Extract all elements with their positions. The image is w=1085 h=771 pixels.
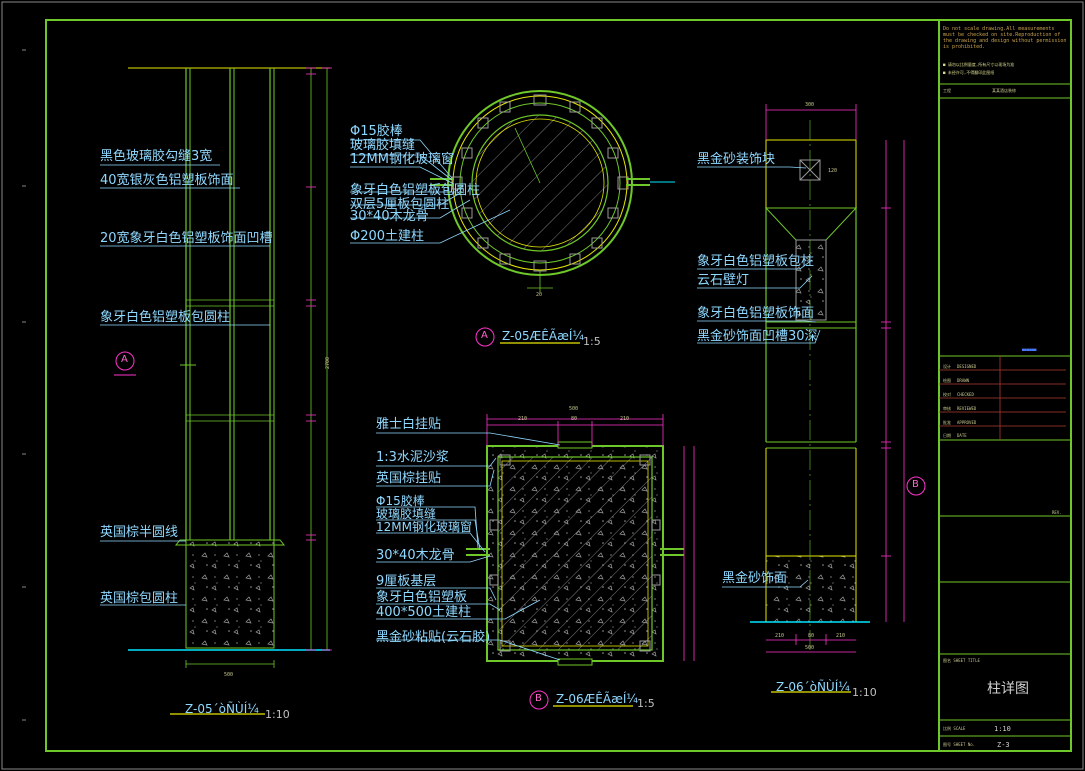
row-designed-cn: 设计 — [943, 364, 951, 369]
row-approved-cn: 批准 — [943, 420, 951, 425]
title-block-rows — [939, 356, 1066, 440]
section-b-dim-total: 500 — [569, 406, 579, 412]
scale-value: 1:10 — [994, 725, 1011, 733]
label-b-black-granite: 黑金砂粘贴(云石胶) — [376, 630, 491, 645]
label-ivory-column-wrap: 象牙白色铝塑板包圆柱 — [100, 310, 231, 325]
row-checked-cn: 校对 — [943, 392, 951, 397]
sheet-title: 柱详图 — [987, 681, 1029, 697]
note-line-1: Do not scale drawing.All measurements — [943, 26, 1055, 32]
section-b-dim-3: 210 — [620, 416, 630, 422]
row-designed-en: DESIGNED — [957, 364, 977, 369]
right-dim-bottom-2: 80 — [808, 633, 815, 639]
section-a-marker: A — [481, 330, 488, 341]
project-label: 工程 — [943, 88, 951, 93]
label-r-granite-finish: 黑金砂饰面 — [722, 571, 788, 586]
row-drawn-en: DRAWN — [957, 378, 970, 383]
row-date-cn: 日期 — [943, 433, 951, 438]
section-b-title: Z-06ÆÊÃæÍ¼ — [556, 692, 639, 706]
label-brown-column-wrap: 英国棕包圆柱 — [100, 591, 179, 606]
label-b-glass: 12MM钢化玻璃窗 — [376, 520, 472, 534]
row-reviewed-en: REVIEWED — [957, 406, 977, 411]
label-brown-half-round: 英国棕半圆线 — [100, 525, 179, 540]
left-column-elevation — [100, 67, 332, 715]
scale-label: 比例 SCALE — [943, 726, 966, 731]
right-column-elevation — [697, 104, 926, 693]
label-a-sealant: 玻璃胶填缝 — [350, 138, 416, 153]
label-b-mortar: 1:3水泥沙浆 — [376, 450, 449, 465]
left-dim-bottom: 500 — [224, 672, 234, 678]
section-a-title: Z-05ÆÊÃæÍ¼ — [502, 329, 585, 343]
section-a-dim-bottom: 20 — [536, 292, 543, 298]
note-cn-2: ■ 未经许可,不得翻印此图纸 — [943, 70, 995, 75]
label-black-glass-sealant: 黑色玻璃胶勾缝3宽 — [100, 149, 213, 164]
right-dim-bottom-1: 210 — [775, 633, 785, 639]
section-b-scale: 1:5 — [637, 697, 655, 710]
side-ticks — [22, 49, 26, 721]
section-b-dim-2: 80 — [571, 416, 578, 422]
label-b-white-marble: 雅士白挂贴 — [376, 417, 442, 432]
right-block-dim: 120 — [828, 168, 838, 174]
project-value: 某某酒店装修 — [992, 88, 1016, 93]
label-a-structural-column: Φ200土建柱 — [350, 229, 425, 244]
row-checked-en: CHECKED — [957, 392, 974, 397]
row-drawn-cn: 绘图 — [943, 378, 951, 383]
note-line-2: must be checked on site.Reproduction of — [943, 32, 1061, 38]
label-b-ivory-panel: 象牙白色铝塑板 — [376, 590, 468, 605]
right-section-marker: B — [912, 479, 919, 490]
label-b-rod: Φ15胶棒 — [376, 494, 425, 508]
sheet-no: Z-3 — [997, 741, 1010, 749]
label-r-ivory-wrap: 象牙白色铝塑板包柱 — [697, 254, 815, 269]
label-b-sealant: 玻璃胶填缝 — [376, 507, 437, 521]
section-a-round-column — [350, 90, 675, 347]
label-r-wall-lamp: 云石壁灯 — [697, 273, 750, 288]
stamp: ■■■■■■ — [1022, 347, 1037, 352]
section-b-dim-1: 210 — [518, 416, 528, 422]
label-silver-panel: 40宽银灰色铝塑板饰面 — [100, 173, 234, 188]
section-a-scale: 1:5 — [583, 335, 601, 348]
left-section-marker: A — [121, 354, 128, 365]
right-drawing-title: Z-06´òÑÙÍ¼ — [776, 680, 850, 694]
sheet-no-label: 图号 SHEET No. — [943, 742, 976, 747]
row-approved-en: APPROVED — [957, 420, 977, 425]
label-a-rod: Φ15胶棒 — [350, 124, 403, 139]
section-b-marker: B — [535, 693, 542, 704]
label-r-granite-groove: 黑金砂饰面凹槽30深 — [697, 329, 818, 344]
label-a-ivory-wrap: 象牙白色铝塑板包圆柱 — [350, 183, 481, 198]
right-drawing-scale: 1:10 — [852, 686, 877, 699]
label-r-ivory-panel: 象牙白色铝塑板饰面 — [697, 306, 815, 321]
right-dim-bottom-3: 210 — [836, 633, 846, 639]
left-drawing-scale: 1:10 — [265, 708, 290, 721]
sheet-title-label: 图名 SHEET TITLE — [943, 658, 980, 663]
left-drawing-title: Z-05´òÑÙÍ¼ — [185, 702, 259, 716]
row-reviewed-cn: 审核 — [943, 406, 951, 411]
label-b-brown-marble: 英国棕挂贴 — [376, 471, 442, 486]
left-dim-overall: 2700 — [325, 356, 332, 370]
inner-frame — [45, 19, 1072, 752]
right-dim-bottom-total: 500 — [805, 645, 815, 651]
right-dim-top: 300 — [805, 102, 815, 108]
note-line-3: the drawing and design without permissio… — [943, 38, 1067, 44]
note-cn-1: ■ 请勿以比例量度,所有尺寸以现场为准 — [943, 62, 1015, 67]
label-ivory-groove: 20宽象牙白色铝塑板饰面凹槽 — [100, 231, 273, 246]
note-line-4: is prohibited. — [943, 44, 986, 50]
label-b-structural-column: 400*500土建柱 — [376, 605, 472, 620]
label-r-granite-block: 黑金砂装饰块 — [697, 152, 776, 167]
label-a-keel: 30*40木龙骨 — [350, 209, 429, 224]
rev-label: REV. — [1052, 510, 1062, 515]
label-b-keel: 30*40木龙骨 — [376, 548, 455, 563]
title-block-grid — [939, 83, 1071, 737]
label-a-glass: 12MM钢化玻璃窗 — [350, 152, 454, 167]
label-a-plywood: 双层5厘板包圆柱 — [350, 197, 450, 212]
label-b-plywood: 9厘板基层 — [376, 574, 437, 589]
section-b-square-column — [376, 414, 695, 710]
row-date-en: DATE — [957, 433, 967, 438]
